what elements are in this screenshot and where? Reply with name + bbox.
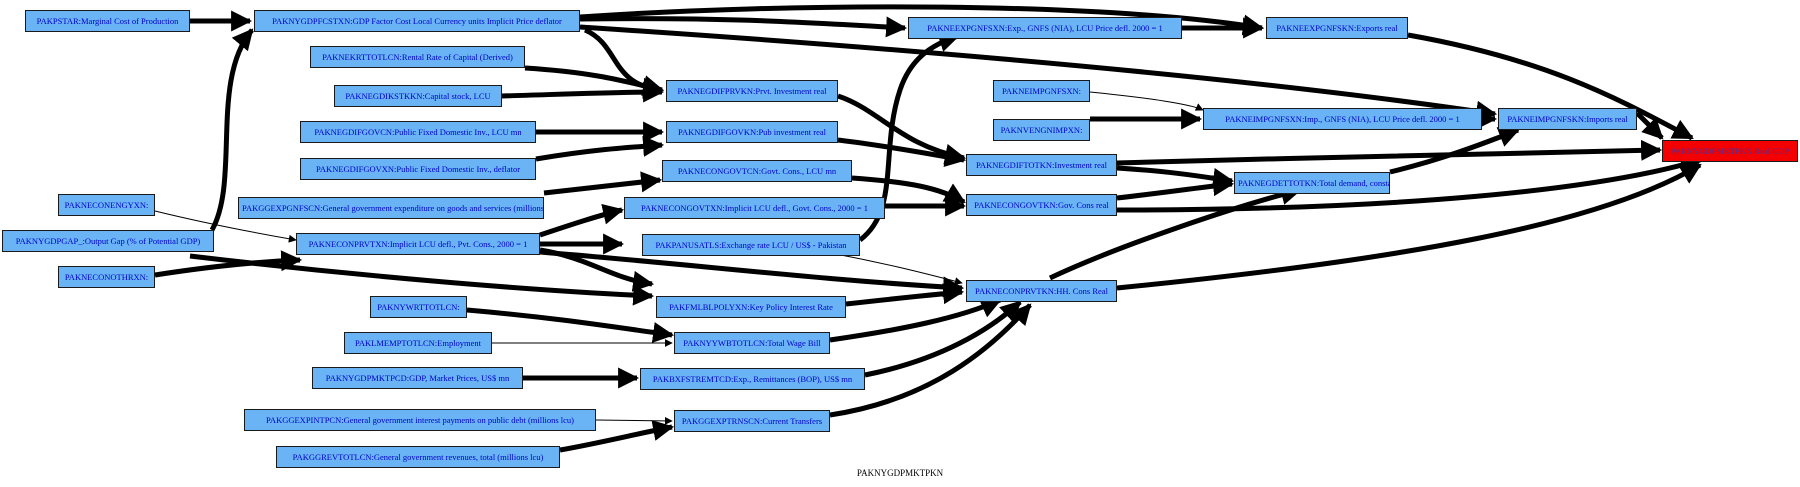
edge xyxy=(1116,165,1235,189)
node-pakneexpgnfsxn[interactable]: PAKNEEXPGNFSXN:Exp., GNFS (NIA), LCU Pri… xyxy=(908,17,1182,39)
edge xyxy=(466,307,675,343)
node-paknekrttotlcn[interactable]: PAKNEKRTTOTLCN:Rental Rate of Capital (D… xyxy=(310,46,525,68)
edge xyxy=(154,250,303,278)
edge xyxy=(1407,32,1694,141)
node-paknegdettotkn[interactable]: PAKNEGDETTOTKN:Total demand, constant LC… xyxy=(1234,172,1390,194)
node-pakggrevtotlcn[interactable]: PAKGGREVTOTLCN:General government revenu… xyxy=(276,446,560,468)
edge xyxy=(154,210,297,243)
node-pakggexpintpcn[interactable]: PAKGGEXPINTPCN:General government intere… xyxy=(244,409,596,431)
node-pakneconGovtcn[interactable]: PAKNECONGOVTCN:Govt. Cons., LCU mn xyxy=(662,160,852,182)
node-pakneconprvtkn[interactable]: PAKNECONPRVTKN:HH. Cons Real xyxy=(966,280,1117,302)
node-pakneconprvtxn[interactable]: PAKNECONPRVTXN:Implicit LCU defl., Pvt. … xyxy=(296,233,540,255)
node-paknygdpmktpcd[interactable]: PAKNYGDPMKTPCD:GDP, Market Prices, US$ m… xyxy=(312,367,523,389)
node-pakggexpgnfscn[interactable]: PAKGGEXPGNFSCN:General government expend… xyxy=(238,197,544,219)
node-paknvengnimpxn[interactable]: PAKNVENGNIMPXN: xyxy=(993,119,1090,141)
edge xyxy=(539,249,965,298)
edge xyxy=(579,16,908,38)
edge xyxy=(535,135,665,162)
edge xyxy=(1116,162,1702,291)
node-pakpstar[interactable]: PAKPSTAR:Marginal Cost of Production xyxy=(25,10,190,32)
node-pakneconGovtkn[interactable]: PAKNECONGOVTKN:Gov. Cons real xyxy=(966,194,1117,216)
node-paknywbtotlcn[interactable]: PAKNYYWBTOTLCN:Total Wage Bill xyxy=(674,332,830,354)
edge xyxy=(1048,184,1303,281)
edge xyxy=(864,300,1022,378)
node-pakggexptrnscn[interactable]: PAKGGEXPTRNSCN:Current Transfers xyxy=(674,410,830,432)
node-paknygdpfcstxn[interactable]: PAKNYGDPFCSTXN:GDP Factor Cost Local Cur… xyxy=(254,10,580,32)
edge xyxy=(829,297,1002,343)
edge xyxy=(579,4,1265,36)
node-pakbxfstremtcd[interactable]: PAKBXFSTREMTCD:Exp., Remittances (BOP), … xyxy=(640,368,865,390)
node-paknygdpmktpkn[interactable]: PAKNYGDPMKTPKN:Real GDP xyxy=(1662,140,1798,162)
node-paknegdiftotkn[interactable]: PAKNEGDIFTOTKN:Investment real xyxy=(966,154,1117,176)
edge xyxy=(539,203,625,238)
edge xyxy=(1089,91,1204,111)
edge xyxy=(829,303,1032,418)
node-pakpanusatls[interactable]: PAKPANUSATLS:Exchange rate LCU / US$ - P… xyxy=(642,234,860,256)
node-pakneexpgnfskn[interactable]: PAKNEEXPGNFSKN:Exports real xyxy=(1266,17,1408,39)
edge xyxy=(595,416,673,425)
edge xyxy=(501,81,665,103)
node-paknegdikstkkn[interactable]: PAKNEGDIKSTKKN:Capital stock, LCU xyxy=(334,85,502,107)
node-pakneimpgnfsxn-dot[interactable]: PAKNEIMPGNFSXN: xyxy=(993,80,1090,102)
node-pakneconGovtxn[interactable]: PAKNECONGOVTXN:Implicit LCU defl., Govt.… xyxy=(624,197,885,219)
node-paklmempttotlcn[interactable]: PAKLMEMPTOTLCN:Employment xyxy=(344,332,492,354)
edge xyxy=(559,420,675,453)
edge xyxy=(1389,127,1520,175)
edge xyxy=(845,283,965,307)
edge xyxy=(1116,175,1235,201)
node-pakneimpgnfsxn[interactable]: PAKNEIMPGNFSXN:Imp., GNFS (NIA), LCU Pri… xyxy=(1203,108,1482,130)
edge xyxy=(1116,139,1663,166)
graph-caption: PAKNYGDPMKTPKN xyxy=(856,468,944,478)
edge xyxy=(209,28,254,232)
node-pakneconengyxn[interactable]: PAKNECONENGYXN: xyxy=(58,194,155,216)
edge xyxy=(543,171,663,196)
node-pakfmlblpolyxn[interactable]: PAKFMLBLPOLYXN:Key Policy Interest Rate xyxy=(656,296,846,318)
node-pakneimpgnfskn[interactable]: PAKNEIMPGNFSKN:Imports real xyxy=(1498,108,1637,130)
edge xyxy=(524,65,665,96)
edge xyxy=(1635,111,1664,140)
edge xyxy=(837,137,967,167)
node-paknywrttotlcn[interactable]: PAKNYWRTTOTLCN: xyxy=(370,296,467,318)
node-paknegdifprvkn[interactable]: PAKNEGDIFPRVKN:Prvt. Investment real xyxy=(666,80,838,102)
node-paknygdpgap[interactable]: PAKNYGDPGAP_:Output Gap (% of Potential … xyxy=(2,230,214,252)
node-paknegdifgovxn[interactable]: PAKNEGDIFGOVXN:Public Fixed Domestic Inv… xyxy=(300,158,536,180)
node-paknegdifgovcn[interactable]: PAKNEGDIFGOVCN:Public Fixed Domestic Inv… xyxy=(300,121,536,143)
node-pakneconothrxn[interactable]: PAKNECONOTHRXN: xyxy=(58,266,155,288)
node-paknegdifgovkn[interactable]: PAKNEGDIFGOVKN:Pub investment real xyxy=(666,121,838,143)
edge xyxy=(579,24,1498,122)
